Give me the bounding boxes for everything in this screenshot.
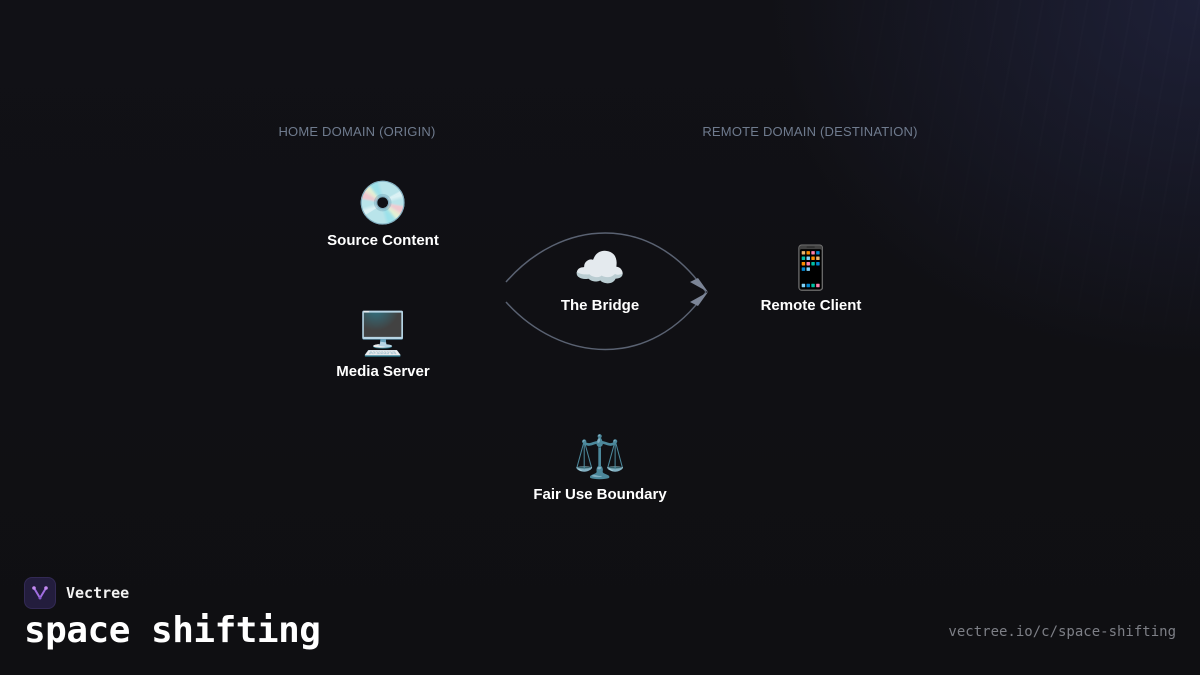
node-label: Media Server	[336, 363, 430, 380]
vectree-logo-icon	[24, 577, 56, 609]
disc-icon: 💿	[356, 179, 410, 226]
node-fair-use-boundary: ⚖️ Fair Use Boundary	[533, 432, 666, 503]
arrowhead-upper	[690, 278, 708, 292]
node-label: Fair Use Boundary	[533, 486, 667, 503]
scales-icon: ⚖️	[573, 433, 627, 480]
node-label: Remote Client	[760, 297, 862, 314]
brand-name: Vectree	[66, 584, 130, 602]
background-texture	[640, 0, 1200, 520]
mobile-phone-icon: 📱	[784, 244, 838, 291]
node-label: The Bridge	[560, 297, 640, 314]
brand: Vectree	[24, 577, 129, 609]
page-title: space shifting	[24, 610, 321, 651]
home-domain-label: HOME DOMAIN (ORIGIN)	[278, 124, 436, 139]
page-url-link[interactable]: vectree.io/c/space-shifting	[948, 624, 1176, 640]
node-media-server: 🖥️ Media Server	[336, 309, 429, 380]
arrowhead-lower	[690, 292, 708, 306]
node-source-content: 💿 Source Content	[327, 178, 439, 249]
remote-domain-label: REMOTE DOMAIN (DESTINATION)	[702, 124, 918, 139]
node-the-bridge: ☁️ The Bridge	[561, 243, 639, 314]
node-remote-client: 📱 Remote Client	[761, 243, 862, 314]
desktop-computer-icon: 🖥️	[356, 310, 410, 357]
node-label: Source Content	[327, 232, 439, 249]
cloud-icon: ☁️	[573, 244, 627, 291]
